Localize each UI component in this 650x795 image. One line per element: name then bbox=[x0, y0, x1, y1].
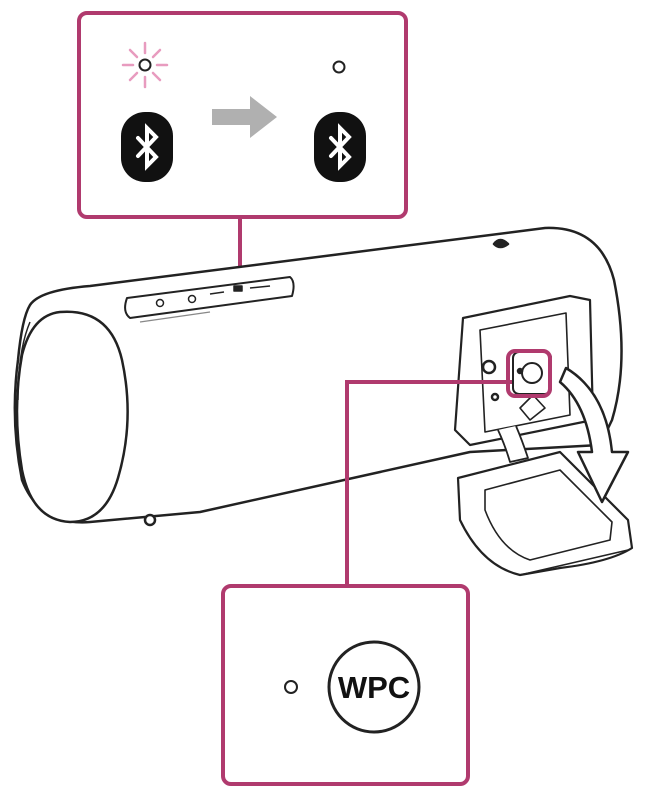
wpc-mark-circle bbox=[327, 640, 421, 734]
speaker-end-cap-inner bbox=[17, 321, 31, 401]
strap-hole bbox=[492, 238, 510, 249]
rear-compartment-inner bbox=[479, 312, 571, 433]
wpc-indicator-light bbox=[284, 680, 298, 694]
blinking-indicator bbox=[121, 41, 169, 89]
panel-shadow bbox=[139, 311, 211, 323]
port-left bbox=[481, 359, 497, 375]
speaker-body bbox=[13, 226, 634, 577]
open-cover-lip bbox=[519, 549, 629, 576]
hinge-strap bbox=[497, 425, 529, 463]
indicator-light-blinking bbox=[138, 58, 152, 72]
bottom-callout: WPC bbox=[221, 584, 470, 786]
top-buttons bbox=[155, 285, 271, 308]
wpc-port-dot bbox=[516, 367, 524, 375]
foot-screw bbox=[143, 513, 157, 527]
bluetooth-icon bbox=[329, 123, 352, 171]
bluetooth-button-right bbox=[314, 112, 366, 182]
speaker-end-cap bbox=[15, 310, 129, 524]
top-callout bbox=[77, 11, 408, 219]
fold-arrow-icon bbox=[558, 366, 630, 504]
wpc-highlight-box bbox=[506, 349, 552, 398]
bottom-leader-line bbox=[345, 380, 512, 586]
right-arrow-icon bbox=[212, 96, 277, 138]
open-cover-inner bbox=[484, 469, 613, 561]
wpc-label: WPC bbox=[338, 670, 410, 705]
bluetooth-icon bbox=[136, 123, 159, 171]
blink-rays bbox=[121, 41, 169, 89]
open-cover bbox=[456, 450, 634, 577]
indicator-light-off bbox=[332, 60, 346, 74]
wpc-port bbox=[521, 362, 543, 384]
bluetooth-button-left bbox=[121, 112, 173, 182]
small-port bbox=[490, 392, 500, 402]
compartment-slot bbox=[519, 394, 546, 421]
